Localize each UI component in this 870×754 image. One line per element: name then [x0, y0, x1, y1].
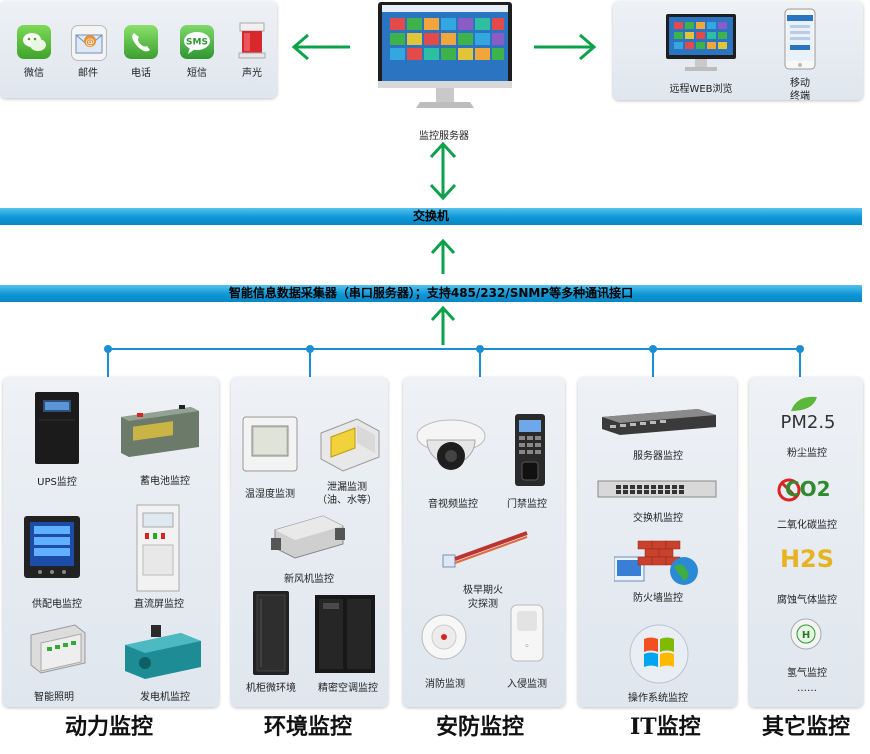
- corrosive-label: 腐蚀气体监控: [777, 595, 837, 606]
- environment-category-title: 环境监控: [264, 714, 353, 740]
- phone-icon: [124, 25, 158, 59]
- firewall-icon: [613, 535, 702, 591]
- mail-icon: @: [71, 25, 107, 61]
- pm25-text: PM2.5: [780, 412, 836, 433]
- arrow-to-alerts: [291, 33, 350, 61]
- svg-text:SMS: SMS: [186, 38, 208, 48]
- vesda-label-1: 极早期火: [463, 585, 503, 596]
- device-connector-lines: [104, 345, 804, 378]
- fire-label: 消防监测: [425, 679, 465, 690]
- wechat-label: 微信: [24, 68, 44, 79]
- door-access-icon: [513, 412, 547, 492]
- leak-label-2: （油、水等）: [317, 495, 377, 506]
- intrusion-sensor-icon: ◦: [509, 603, 545, 667]
- server-cabinet-icon: [251, 589, 291, 681]
- wechat-icon: [17, 25, 51, 59]
- more-items-ellipsis: ……: [797, 683, 817, 694]
- web-monitor-icon: [665, 13, 737, 79]
- other-category-title: 其它监控: [762, 714, 851, 740]
- battery-label: 蓄电池监控: [140, 476, 190, 487]
- generator-label: 发电机监控: [140, 692, 190, 703]
- switch-monitor-label: 交换机监控: [633, 513, 683, 524]
- rack-server-icon: [600, 405, 718, 443]
- svg-text:@: @: [86, 38, 95, 48]
- dust-label: 粉尘监控: [787, 448, 827, 459]
- phone-label: 电话: [131, 68, 151, 79]
- battery-icon: [117, 401, 203, 465]
- os-label: 操作系统监控: [628, 693, 688, 704]
- svg-text:H: H: [802, 630, 810, 641]
- video-label: 音视频监控: [428, 499, 478, 510]
- leak-label-1: 泄漏监测: [327, 482, 367, 493]
- server-monitor-label: 服务器监控: [633, 451, 683, 462]
- co2-text: CO2: [785, 477, 831, 501]
- collector-bar: 智能信息数据采集器（串口服务器）；支持485/232/SNMP等多种通讯接口: [0, 285, 862, 302]
- cabinet-env-label: 机柜微环境: [246, 683, 296, 694]
- power-panel: UPS监控 蓄电池监控 供配电监控 直流屏监控 智能照明 发电机监控: [3, 377, 219, 707]
- arrow-server-switch: [429, 141, 457, 201]
- leak-detector-icon: [317, 413, 383, 477]
- web-browse-label: 远程WEB浏览: [669, 84, 733, 95]
- network-switch-icon: [596, 477, 718, 505]
- temp-humidity-label: 温湿度监测: [245, 489, 295, 500]
- lighting-controller-icon: [25, 621, 89, 685]
- precision-ac-label: 精密空调监控: [318, 683, 378, 694]
- power-category-title: 动力监控: [65, 714, 154, 740]
- security-panel: 音视频监控 门禁监控 极早期火 灾探测 消防监测 ◦ 入侵监测: [403, 377, 565, 707]
- arrow-collector-switch: [430, 238, 456, 274]
- it-category-title: IT监控: [630, 714, 701, 740]
- alert-channels-panel: 微信 @ 邮件 电话 SMS 短信 声光: [0, 1, 277, 98]
- firewall-label: 防火墙监控: [633, 593, 683, 604]
- lighting-label: 智能照明: [34, 692, 74, 703]
- vesda-label-2: 灾探测: [468, 599, 498, 610]
- co2-label: 二氧化碳监控: [777, 520, 837, 531]
- ups-icon: [33, 390, 83, 470]
- generator-icon: [121, 625, 205, 683]
- vesda-detector-icon: [441, 527, 533, 575]
- siren-label: 声光: [242, 68, 262, 79]
- hydrogen-sensor-icon: H: [789, 617, 823, 655]
- dome-camera-icon: [415, 414, 487, 484]
- dc-panel-label: 直流屏监控: [134, 599, 184, 610]
- other-panel: PM2.5 粉尘监控 CO2 二氧化碳监控 H2S 腐蚀气体监控 H 氢气监控 …: [749, 377, 863, 707]
- intrusion-label: 入侵监测: [507, 679, 547, 690]
- temp-humidity-sensor-icon: [242, 416, 298, 476]
- arrow-devices-collector: [430, 305, 456, 345]
- arrow-to-remote: [534, 33, 597, 61]
- mobile-phone-icon: [784, 8, 816, 74]
- security-category-title: 安防监控: [436, 714, 525, 740]
- door-label: 门禁监控: [507, 499, 547, 510]
- hydrogen-label: 氢气监控: [787, 668, 827, 679]
- power-meter-icon: [22, 514, 82, 584]
- ups-label: UPS监控: [37, 477, 77, 488]
- environment-panel: 温湿度监测 泄漏监测 （油、水等） 新风机监控 机柜微环境 精密空调监控: [231, 377, 388, 707]
- server-label: 监控服务器: [419, 131, 469, 142]
- mobile-label-1: 移动: [790, 78, 810, 89]
- siren-icon: [236, 21, 268, 65]
- precision-ac-icon: [313, 593, 377, 679]
- dc-panel-icon: [135, 503, 181, 597]
- leaf-icon: [789, 395, 819, 417]
- mail-label: 邮件: [78, 68, 98, 79]
- monitor-server-icon: [376, 0, 514, 124]
- svg-text:◦: ◦: [524, 642, 529, 652]
- h2s-text: H2S: [779, 545, 835, 573]
- mobile-label-2: 终端: [790, 91, 810, 102]
- fresh-air-label: 新风机监控: [284, 574, 334, 585]
- smoke-detector-icon: [419, 611, 469, 669]
- fresh-air-unit-icon: [271, 512, 347, 566]
- meter-label: 供配电监控: [32, 599, 82, 610]
- windows-logo-icon: [628, 623, 690, 689]
- sms-label: 短信: [187, 68, 207, 79]
- no-smoking-icon: [777, 477, 801, 507]
- it-panel: 服务器监控 交换机监控 防火墙监控 操作系统监控: [578, 377, 737, 707]
- remote-access-panel: 远程WEB浏览 移动 终端: [613, 1, 863, 102]
- switch-bar: 交换机: [0, 208, 862, 225]
- sms-icon: SMS: [180, 25, 214, 59]
